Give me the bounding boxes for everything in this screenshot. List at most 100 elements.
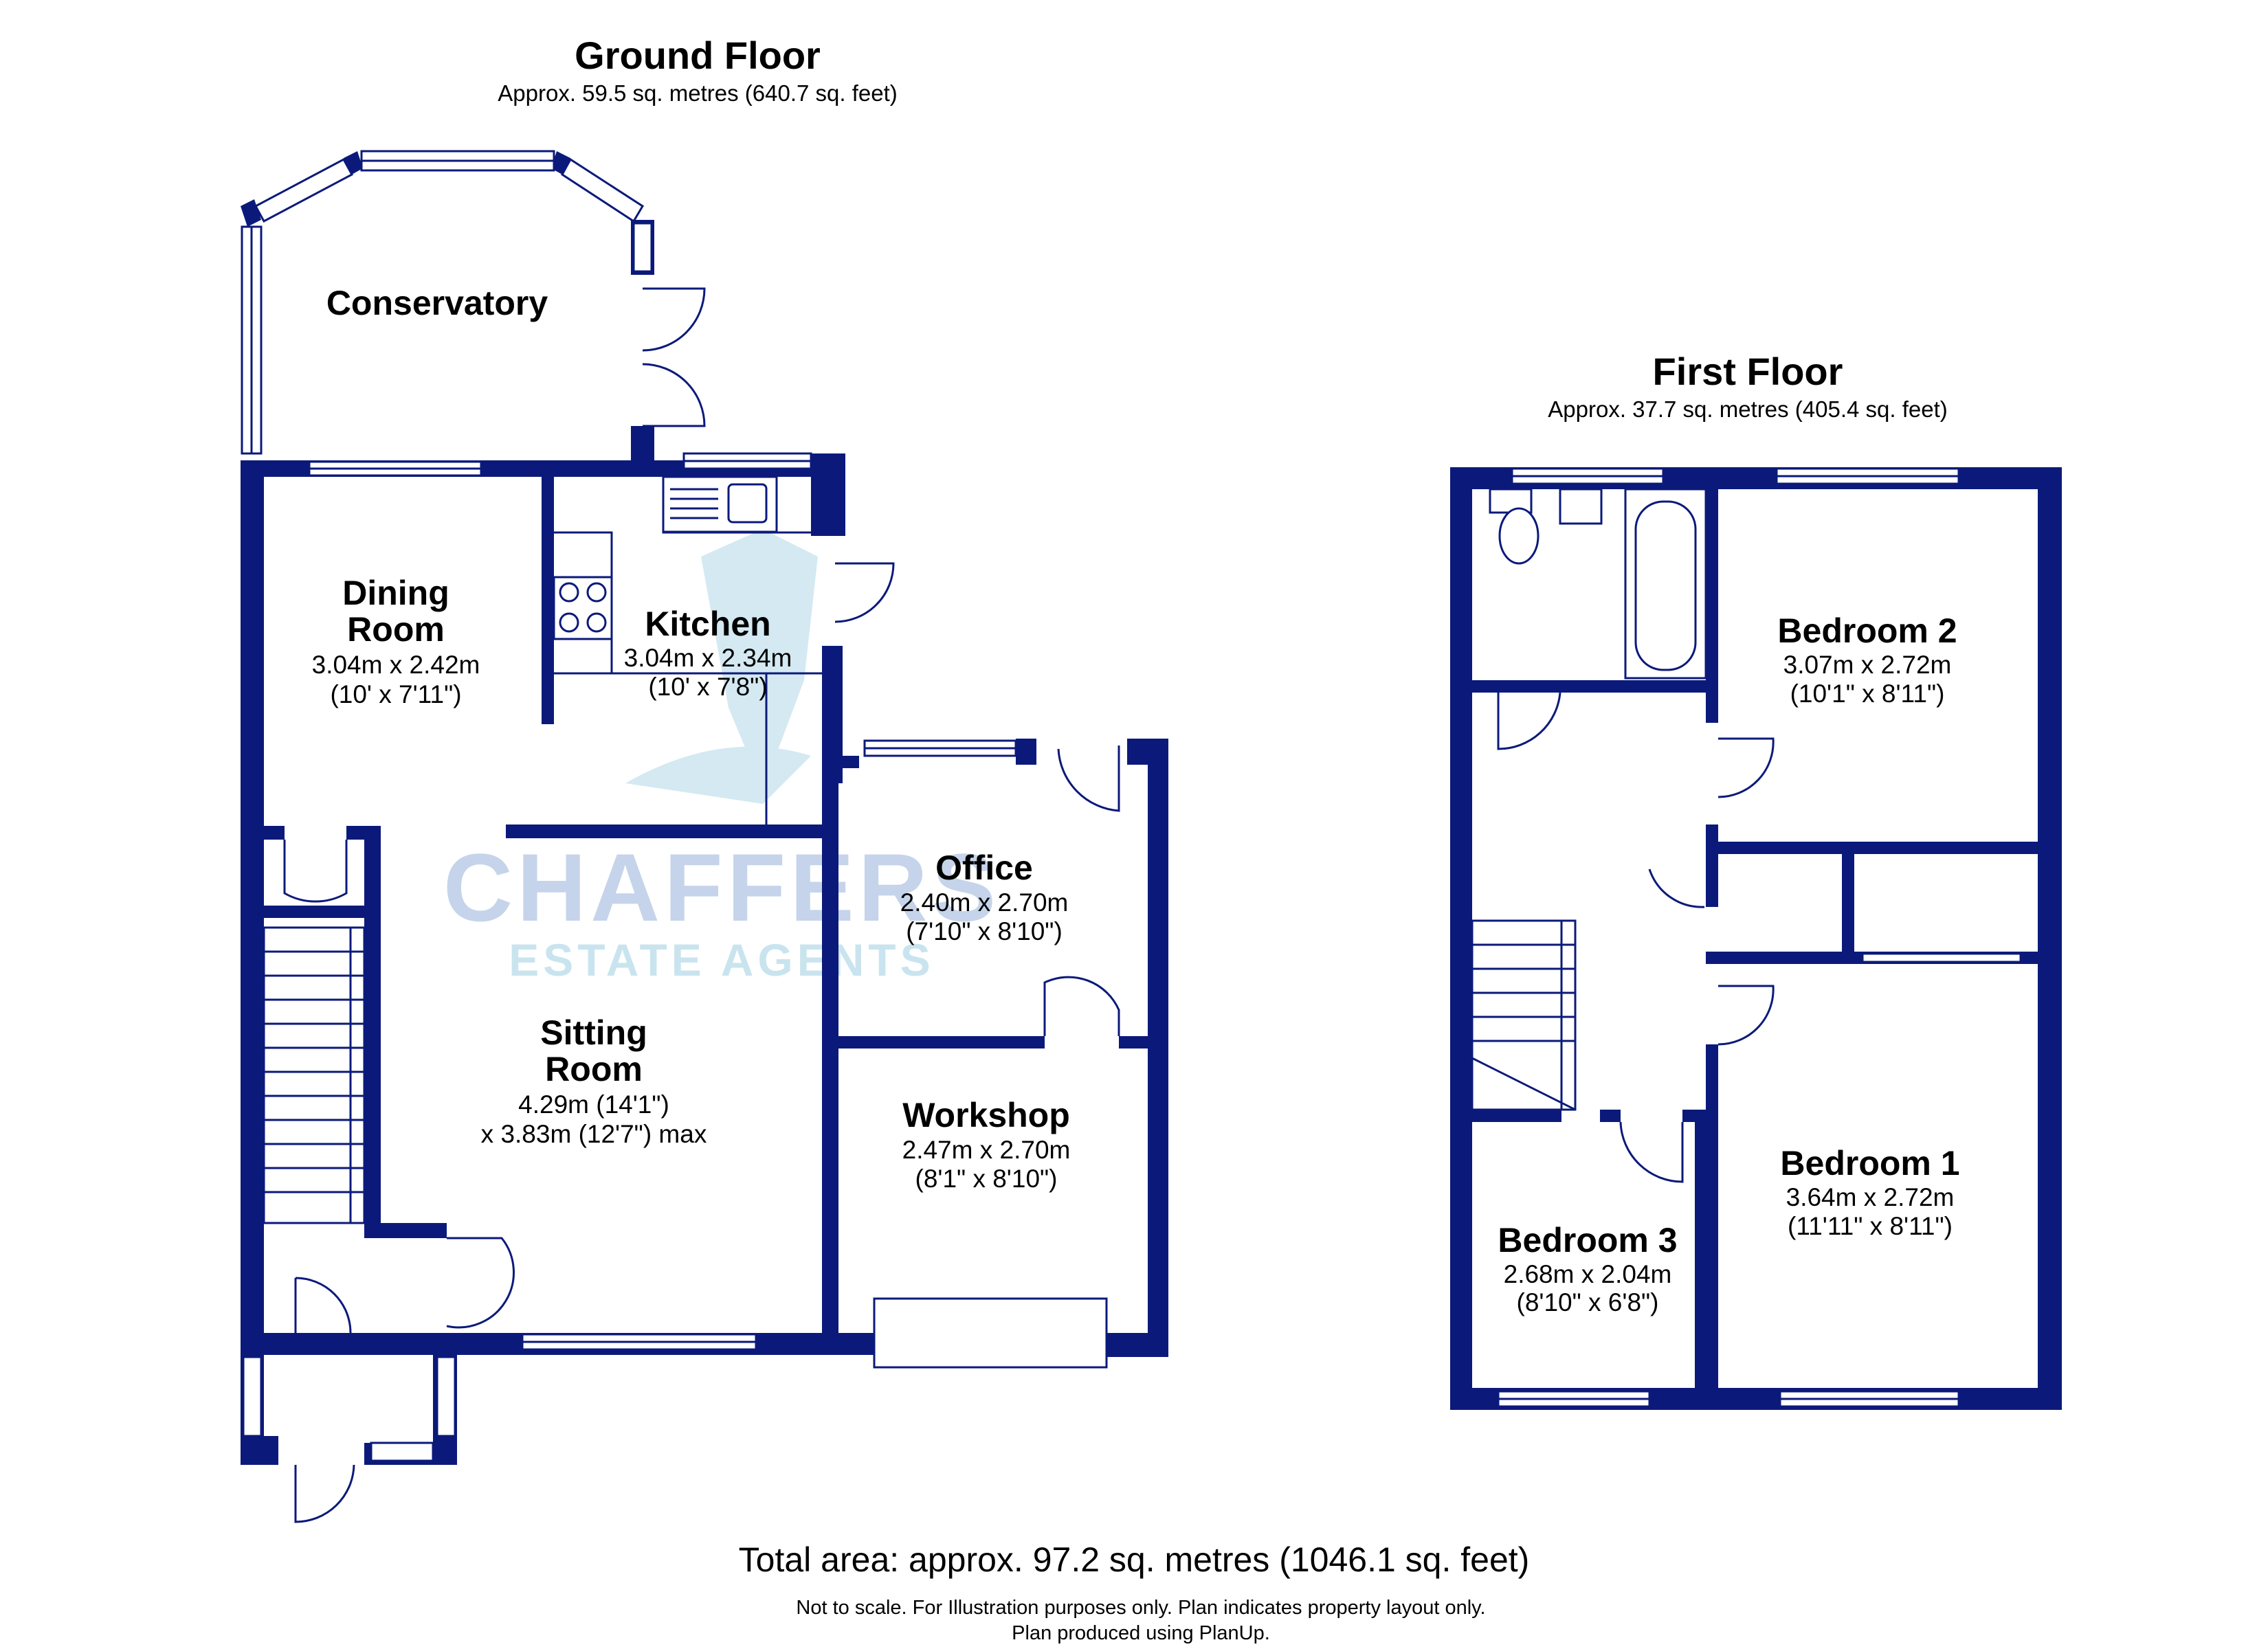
bath-icon (1634, 500, 1697, 671)
workshop-label: Workshop (902, 1096, 1070, 1134)
bedroom-3-label: Bedroom 3 (1498, 1221, 1677, 1259)
first-floor-area: Approx. 37.7 sq. metres (405.4 sq. feet) (1548, 396, 1947, 422)
sink-icon (727, 483, 768, 524)
gf-bottom-wall-right (1107, 1333, 1168, 1357)
dining-room-label-line1: Dining (342, 574, 449, 612)
gf-right-outer-wall (1148, 739, 1168, 1357)
kitchen-dim-imperial: (10' x 7'8") (648, 673, 767, 701)
disclaimer-line2: Plan produced using PlanUp. (1012, 1622, 1270, 1644)
gf-porch-window-left (242, 1356, 263, 1437)
office-label: Office (935, 849, 1033, 887)
gf-sitting-door (446, 1237, 515, 1329)
ff-bed3-top-wall-a (1472, 1110, 1561, 1122)
gf-office-door (1043, 976, 1120, 1036)
gf-conservatory-window-tl (254, 157, 354, 223)
sitting-room-label-line2: Room (545, 1050, 643, 1088)
ff-bath-door (1497, 692, 1561, 750)
workshop-dim-metric: 2.47m x 2.70m (902, 1136, 1071, 1164)
watermark-line2: ESTATE AGENTS (509, 934, 934, 985)
bedroom-1-dim-imperial: (11'11" x 8'11") (1788, 1212, 1953, 1240)
gf-office-workshop-wall-a (838, 1036, 1045, 1048)
ff-bath-bed2-wall (1706, 489, 1718, 723)
ff-left-wall (1450, 467, 1472, 1409)
gf-dining-lower-wall-a (264, 826, 285, 840)
watermark-shield-icon (701, 529, 818, 790)
ground-floor-title: Ground Floor (575, 34, 821, 77)
gf-dining-door (283, 840, 348, 903)
ff-stairs (1471, 919, 1577, 1111)
office-dim-imperial: (7'10" x 8'10") (906, 917, 1063, 945)
ground-floor-area: Approx. 59.5 sq. metres (640.7 sq. feet) (498, 80, 897, 106)
gf-conservatory-door-bottom (642, 363, 706, 427)
gf-conservatory-corner-l (241, 199, 261, 227)
gf-stair-right-wall (364, 826, 381, 1224)
first-floor-title: First Floor (1653, 350, 1843, 393)
watermark: CHAFFERS ESTATE AGENTS (443, 529, 1000, 985)
kitchen-label: Kitchen (645, 605, 770, 643)
gf-left-wall (241, 460, 264, 1340)
sitting-room-dim-line1: 4.29m (14'1") (518, 1090, 669, 1119)
ff-bed2-bottom-wall (1706, 842, 2038, 854)
total-area: Total area: approx. 97.2 sq. metres (104… (739, 1540, 1530, 1579)
first-floor-plan (1450, 467, 2062, 1410)
gf-porch-inner-door (294, 1277, 352, 1334)
gf-kitchen-right-top-wall (811, 453, 845, 536)
disclaimer-line1: Not to scale. For Illustration purposes … (796, 1597, 1485, 1619)
bedroom-1-dim-metric: 3.64m x 2.72m (1786, 1183, 1955, 1211)
ff-cupboard-wall (1842, 854, 1854, 964)
kitchen-dim-metric: 3.04m x 2.34m (624, 644, 792, 672)
gf-office-external-door (1057, 745, 1120, 812)
gf-porch-window-bottom (370, 1442, 434, 1462)
gf-sitting-right-wall (822, 756, 838, 1340)
ff-bath-bottom-wall-a (1472, 680, 1568, 693)
gf-conservatory-window-right (632, 222, 653, 273)
dining-room-label-line2: Room (347, 610, 445, 649)
ff-landing-right-wall-a (1706, 824, 1718, 907)
gf-stair-top-wall (264, 906, 374, 918)
bedroom-2-dim-metric: 3.07m x 2.72m (1783, 651, 1952, 679)
ff-bath-bottom-wall-b (1568, 680, 1706, 693)
dining-room-dim-imperial: (10' x 7'11") (330, 680, 461, 708)
ff-bed1-door (1717, 985, 1775, 1046)
bedroom-3-dim-metric: 2.68m x 2.04m (1504, 1260, 1672, 1288)
ff-right-wall (2038, 467, 2062, 1409)
watermark-swoosh-icon (625, 746, 811, 804)
gf-porch-bottom-left (241, 1436, 278, 1465)
conservatory-label: Conservatory (326, 284, 548, 322)
dining-room-dim-metric: 3.04m x 2.42m (312, 651, 480, 679)
gf-porch-window-right (436, 1356, 456, 1437)
gf-kitchen-sitting-wall (506, 824, 822, 838)
bedroom-1-label: Bedroom 1 (1780, 1144, 1959, 1182)
bedroom-2-dim-imperial: (10'1" x 8'11") (1790, 680, 1945, 708)
ff-cupboard-door (1648, 868, 1705, 908)
sitting-room-dim-line2: x 3.83m (12'7") max (481, 1120, 707, 1148)
gf-stair-bottom-wall (364, 1223, 447, 1238)
office-dim-metric: 2.40m x 2.70m (900, 888, 1069, 917)
gf-conservatory-window-tr (561, 157, 645, 223)
ff-wardrobe-doors (1861, 952, 2022, 963)
gf-stairs (263, 926, 366, 1224)
bedroom-3-dim-imperial: (8'10" x 6'8") (1517, 1288, 1659, 1316)
gf-conservatory-right-base (631, 426, 654, 460)
basin-icon (1559, 488, 1603, 525)
ff-bed2-door (1717, 737, 1775, 798)
ff-bed3-door (1619, 1121, 1684, 1183)
gf-kitchen-door (834, 562, 895, 623)
sitting-room-label-line1: Sitting (540, 1013, 647, 1052)
ground-floor-plan (241, 150, 1168, 1523)
watermark-line1: CHAFFERS (443, 833, 1000, 941)
hob-icon (559, 582, 607, 633)
gf-office-top-wall-mid (1016, 739, 1036, 765)
toilet-icon (1498, 507, 1539, 565)
drainer-icon (670, 488, 718, 519)
gf-porch-front-door (294, 1464, 355, 1523)
gf-dining-kitchen-wall (542, 477, 554, 724)
gf-office-top-left-wall (838, 756, 859, 768)
gf-office-workshop-wall-b (1119, 1036, 1148, 1048)
workshop-dim-imperial: (8'1" x 8'10") (915, 1165, 1058, 1193)
ff-bed3-right-wall (1695, 1110, 1707, 1391)
gf-workshop-garage-door (873, 1297, 1108, 1369)
ff-bed1-left-wall (1706, 1044, 1718, 1395)
ff-bed3-top-wall-b (1600, 1110, 1621, 1122)
